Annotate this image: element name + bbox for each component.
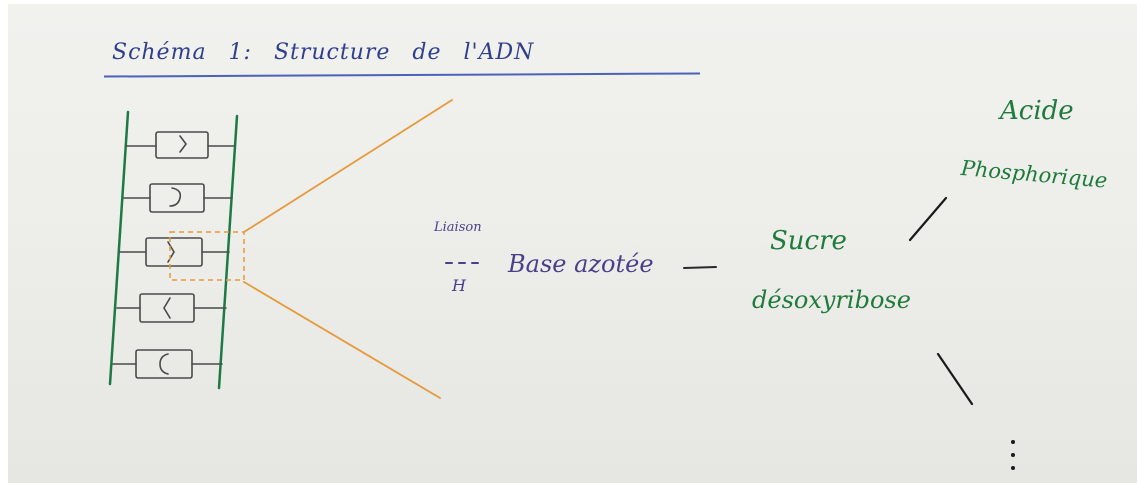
desoxyribose-label: désoxyribose — [752, 286, 911, 314]
zoom-line-top — [243, 99, 453, 233]
zoom-highlight-box — [169, 231, 245, 281]
base-pair-rung — [119, 237, 230, 267]
acide-label: Acide — [1000, 96, 1074, 126]
base-pair-rung — [123, 183, 233, 213]
sugar-phosphate-link — [908, 196, 948, 242]
sugar-next-link — [936, 352, 974, 406]
ladder-left-rail — [108, 110, 130, 386]
base-sugar-link — [683, 266, 717, 269]
paper-background — [8, 4, 1137, 483]
continuation-dots — [1011, 440, 1015, 470]
zoom-line-bottom — [243, 281, 441, 399]
base-pair-rung — [116, 293, 227, 323]
base-pair-rung — [112, 349, 223, 379]
sucre-label: Sucre — [770, 226, 847, 256]
liaison-label: Liaison — [434, 220, 482, 235]
hydrogen-label: H — [452, 276, 466, 295]
base-azotee-label: Base azotée — [508, 250, 654, 278]
diagram-title: Schéma 1: Structure de l'ADN — [112, 40, 535, 65]
base-pair-rung — [125, 131, 235, 159]
